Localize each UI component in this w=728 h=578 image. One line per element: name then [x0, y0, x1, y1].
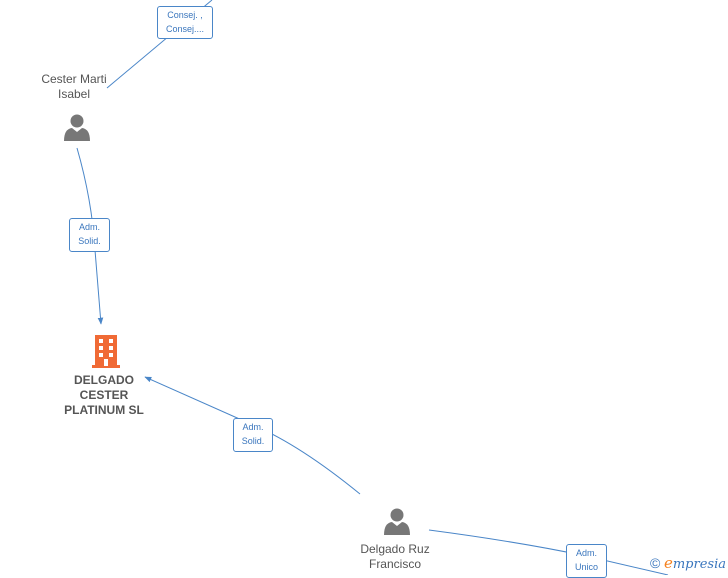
- building-icon[interactable]: [90, 333, 122, 369]
- copyright-symbol: ©: [650, 555, 661, 571]
- edge-label-delgado-right[interactable]: Adm. Unico: [566, 544, 607, 578]
- edge-label-line2: Solid.: [78, 236, 101, 246]
- edge-label-top-line2: Consej....: [165, 24, 205, 34]
- brand-first-letter: e: [663, 554, 673, 572]
- edge-label-line1: Adm.: [242, 422, 264, 432]
- person-name-line2: Francisco: [368, 557, 421, 571]
- person-label-delgado-ruz[interactable]: Delgado Ruz Francisco: [350, 542, 440, 572]
- edge-label-line2: Solid.: [241, 436, 265, 446]
- empresia-logo: © empresia: [650, 554, 726, 572]
- person-name-line1: Cester Marti: [41, 72, 107, 86]
- company-name-line1: DELGADO: [74, 373, 134, 387]
- edge-label-line1: Adm.: [78, 222, 100, 232]
- company-label[interactable]: DELGADO CESTER PLATINUM SL: [54, 373, 154, 418]
- edge-label-delgado-to-company[interactable]: Adm. Solid.: [233, 418, 273, 452]
- person-label-cester-marti[interactable]: Cester Marti Isabel: [34, 72, 114, 102]
- edge-label-line1: Adm.: [575, 548, 597, 558]
- person-icon[interactable]: [382, 507, 412, 535]
- person-icon[interactable]: [62, 113, 92, 141]
- company-name-line3: PLATINUM SL: [64, 403, 144, 417]
- brand-name-rest: mpresia: [672, 557, 726, 572]
- edge-label-cester-to-company[interactable]: Adm. Solid.: [69, 218, 110, 252]
- edge-label-line2: Unico: [574, 562, 598, 572]
- person-name-line1: Delgado Ruz: [360, 542, 430, 556]
- edge-label-top-line1: Consej. ,: [167, 10, 203, 20]
- edge-line-delgado-right: [428, 529, 669, 575]
- edge-label-top[interactable]: Consej. , Consej....: [157, 6, 213, 39]
- company-name-line2: CESTER: [79, 388, 129, 402]
- person-name-line2: Isabel: [57, 87, 91, 101]
